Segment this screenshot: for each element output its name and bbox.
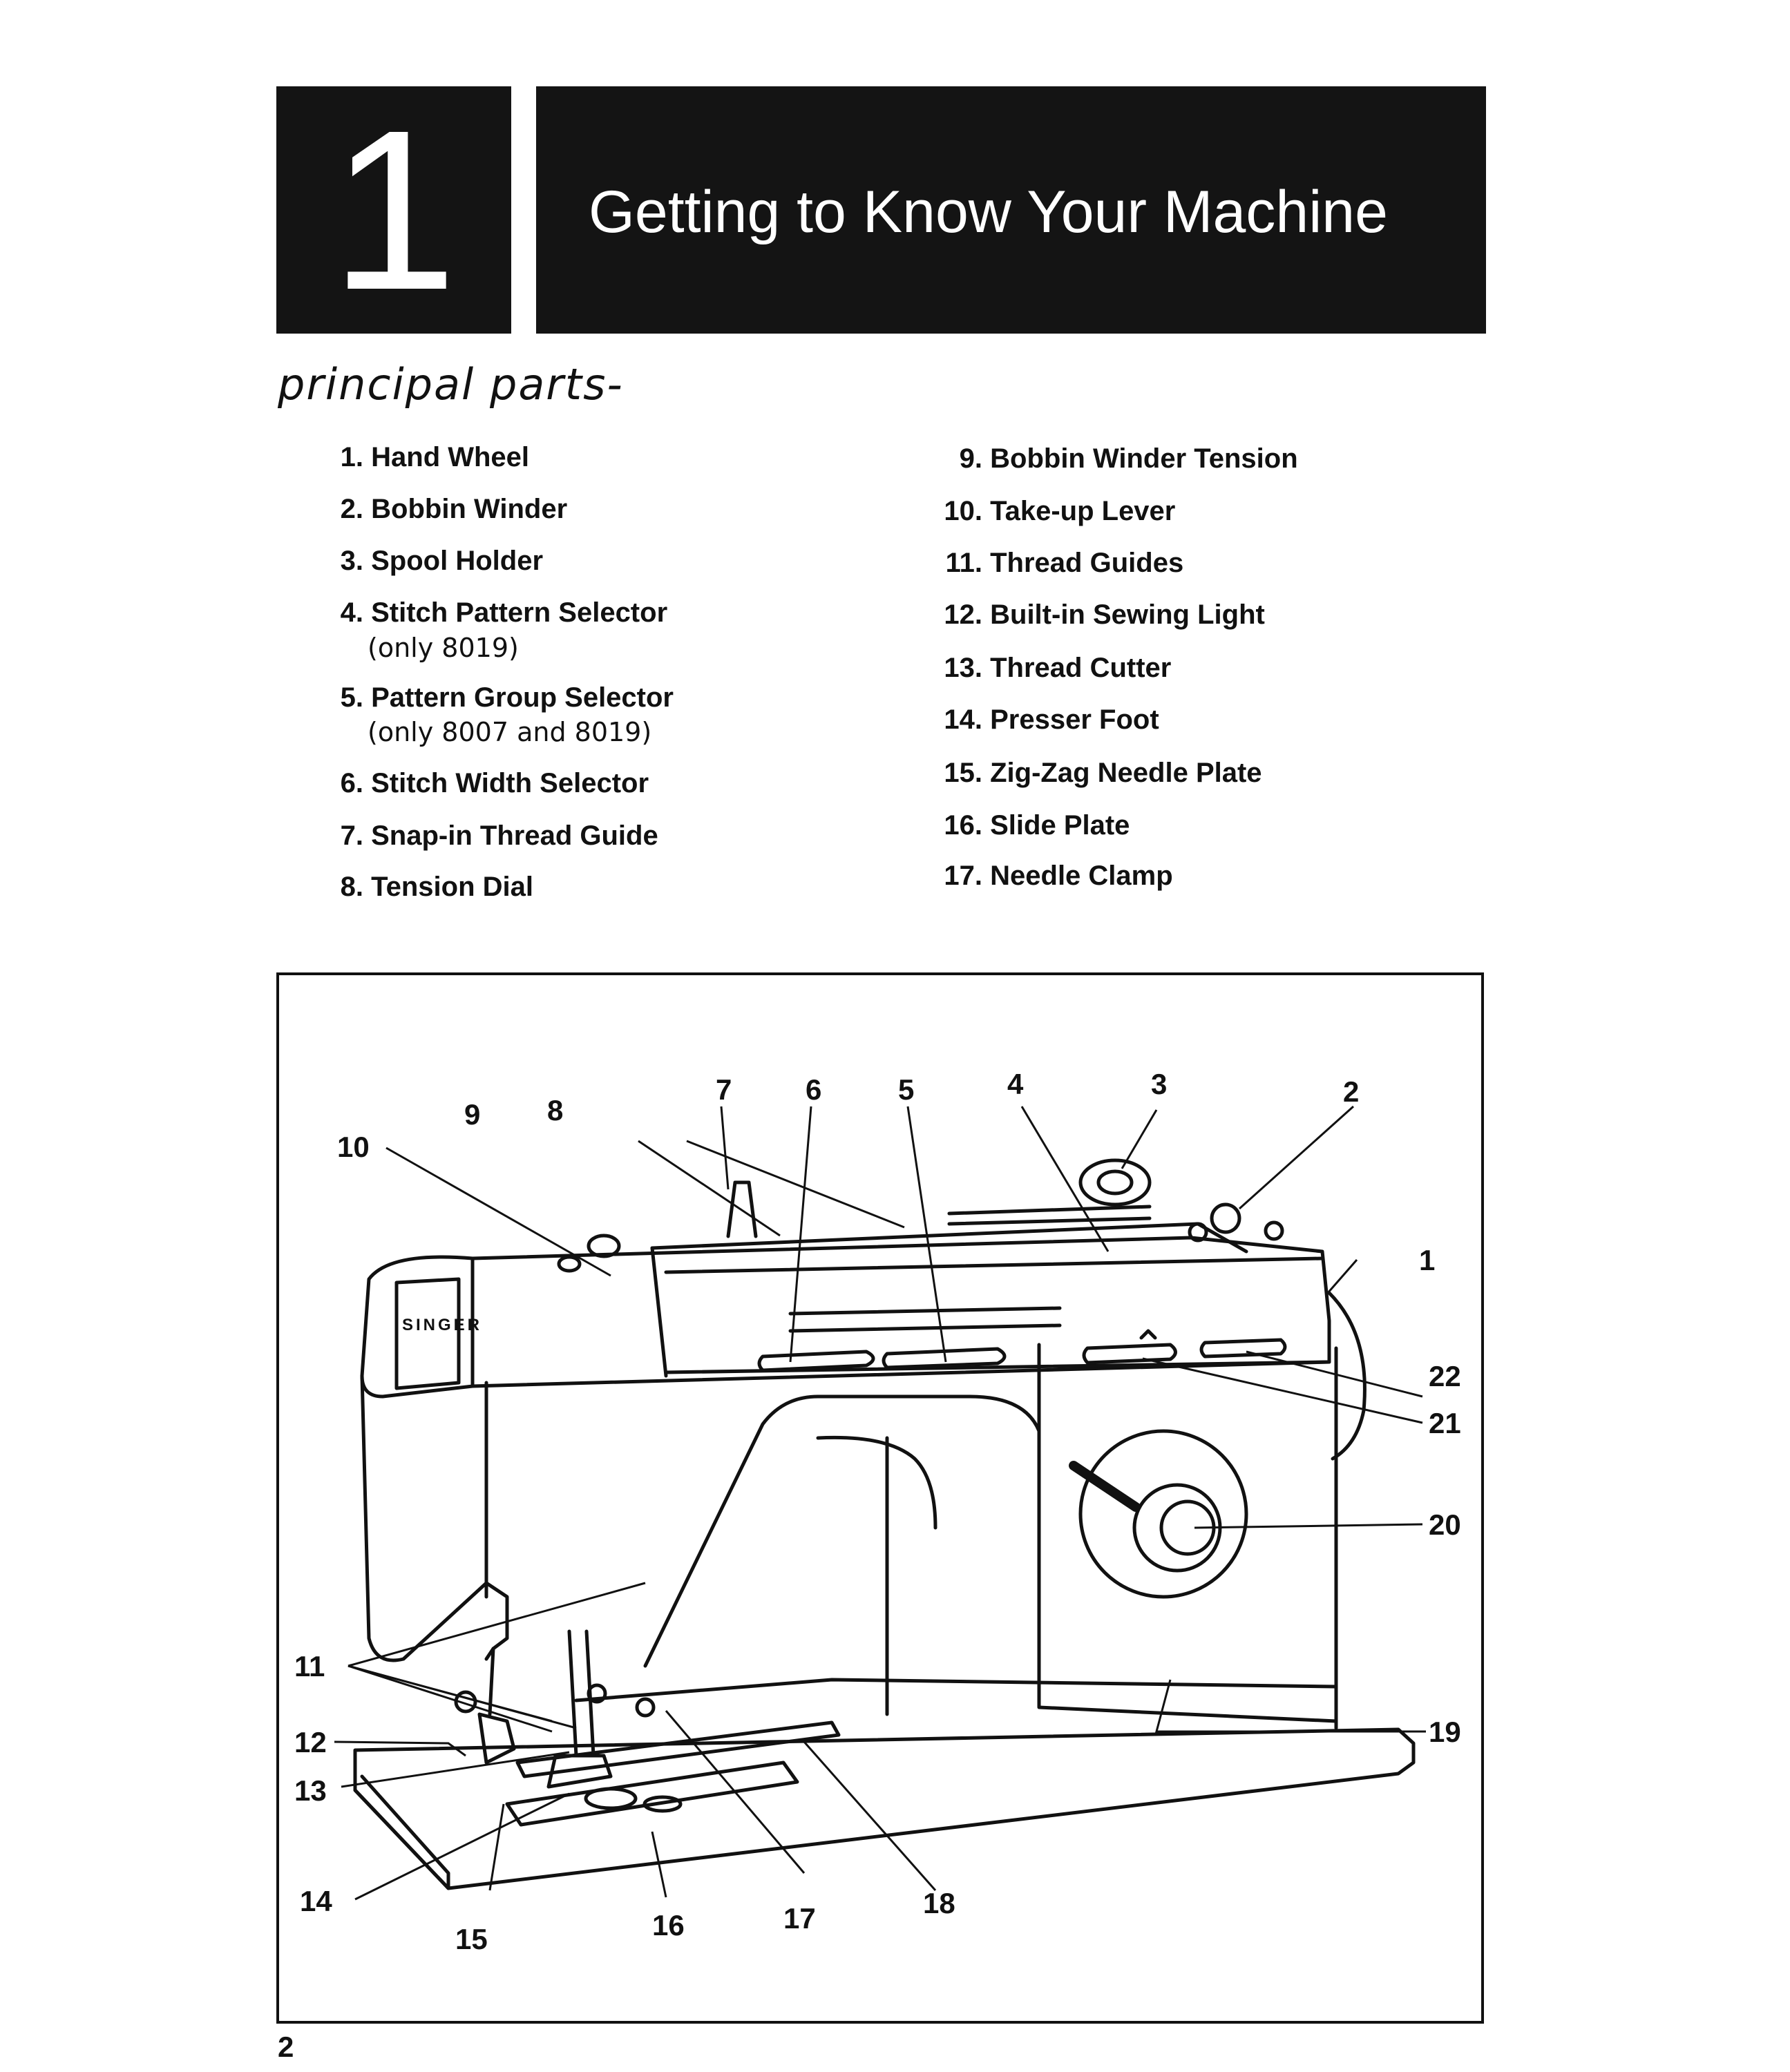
chapter-title-box: Getting to Know Your Machine (536, 86, 1486, 334)
callout-17: 17 (783, 1902, 816, 1935)
list-item: 6. Stitch Width Selector (340, 768, 649, 798)
callout-13: 13 (294, 1774, 327, 1807)
callout-14: 14 (300, 1885, 332, 1917)
bobbin-winder-drawing (1210, 1202, 1241, 1234)
machine-diagram-frame: SINGER (276, 972, 1484, 2024)
callout-10: 10 (337, 1131, 370, 1163)
machine-bed (353, 1727, 1416, 1890)
singer-logo-text: SINGER (402, 1316, 482, 1334)
callout-22: 22 (1429, 1360, 1461, 1392)
callout-3: 3 (1151, 1068, 1167, 1100)
presser-foot-drawing (546, 1754, 613, 1789)
page-number: 2 (278, 2031, 294, 2063)
callout-21: 21 (1429, 1407, 1461, 1439)
list-item: 8. Tension Dial (340, 872, 533, 902)
callout-2: 2 (1343, 1075, 1359, 1108)
list-item: 9. Bobbin Winder Tension (959, 443, 1298, 474)
hand-wheel-drawing (1327, 1291, 1367, 1461)
list-item: 1. Hand Wheel (340, 442, 530, 472)
list-item: 14. Presser Foot (944, 704, 1159, 735)
list-item: 3. Spool Holder (340, 546, 544, 576)
callout-8: 8 (547, 1094, 563, 1126)
list-item-note: (only 8019) (368, 633, 519, 663)
section-subtitle: principal parts- (278, 359, 624, 410)
slide-plate-drawing (515, 1720, 841, 1778)
callout-18: 18 (923, 1887, 955, 1919)
list-item: 13. Thread Cutter (944, 653, 1172, 683)
callout-4: 4 (1007, 1068, 1024, 1100)
list-item: 15. Zig-Zag Needle Plate (944, 758, 1262, 788)
list-item: 10. Take-up Lever (944, 496, 1176, 526)
list-item: 11. Thread Guides (945, 548, 1184, 578)
callout-11: 11 (294, 1650, 325, 1682)
callout-15: 15 (455, 1923, 488, 1955)
spool-holder-drawing (1078, 1158, 1152, 1207)
machine-body (1037, 1343, 1338, 1723)
needle-plate-drawing (505, 1761, 799, 1827)
chapter-number-box: 1 (276, 86, 511, 334)
chapter-number: 1 (330, 82, 457, 337)
list-item: 12. Built-in Sewing Light (944, 599, 1265, 630)
callout-6: 6 (806, 1073, 821, 1106)
list-item: 17. Needle Clamp (944, 861, 1173, 891)
list-item-note: (only 8007 and 8019) (368, 717, 652, 747)
front-cover (360, 1255, 475, 1399)
list-item: 5. Pattern Group Selector (340, 682, 674, 713)
callout-16: 16 (652, 1909, 685, 1941)
list-item: 16. Slide Plate (944, 810, 1130, 841)
callout-7: 7 (716, 1073, 732, 1106)
callout-1: 1 (1419, 1244, 1435, 1276)
callout-19: 19 (1429, 1716, 1461, 1748)
list-item: 4. Stitch Pattern Selector (340, 597, 668, 628)
dial-outer (1078, 1429, 1248, 1599)
list-item: 2. Bobbin Winder (340, 494, 568, 524)
callout-5: 5 (898, 1073, 914, 1106)
sewing-machine-illustration: SINGER (294, 1068, 1461, 1955)
chapter-title: Getting to Know Your Machine (589, 178, 1388, 245)
list-item: 7. Snap-in Thread Guide (340, 821, 658, 851)
callout-12: 12 (294, 1726, 327, 1758)
callout-20: 20 (1429, 1508, 1461, 1541)
callout-9: 9 (464, 1098, 480, 1131)
